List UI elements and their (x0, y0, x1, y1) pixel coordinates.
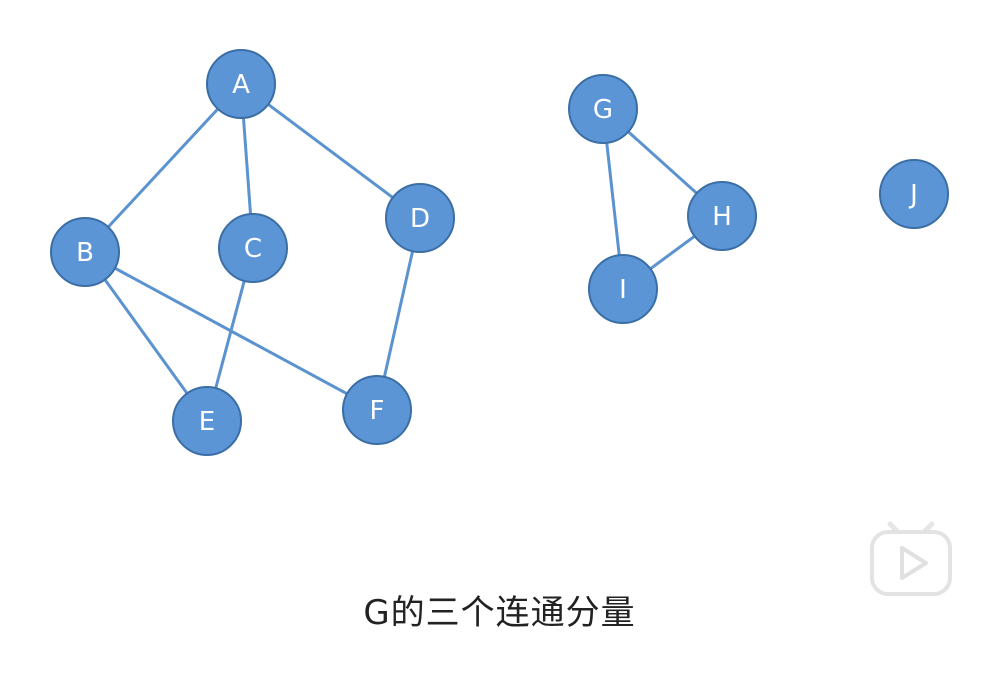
bilibili-play-icon[interactable] (868, 518, 954, 598)
node-label-A: A (232, 70, 250, 100)
node-I: I (588, 254, 658, 324)
node-H: H (687, 181, 757, 251)
node-circle-E (172, 386, 242, 456)
node-label-F: F (370, 396, 385, 426)
diagram-caption: G的三个连通分量 (363, 593, 636, 633)
node-circle-G (568, 74, 638, 144)
node-circle-J (879, 159, 949, 229)
node-B: B (50, 217, 120, 287)
node-label-J: J (908, 180, 918, 210)
node-label-B: B (76, 238, 94, 268)
node-D: D (385, 183, 455, 253)
node-label-I: I (619, 275, 627, 305)
node-G: G (568, 74, 638, 144)
graph-nodes: A B C D E F G H I J (50, 49, 949, 456)
node-label-H: H (712, 202, 732, 232)
node-J: J (879, 159, 949, 229)
node-circle-B (50, 217, 120, 287)
node-label-C: C (244, 234, 262, 264)
edge-A-D (240, 82, 421, 220)
node-A: A (206, 49, 276, 119)
node-circle-H (687, 181, 757, 251)
node-label-E: E (199, 407, 215, 437)
node-label-G: G (593, 95, 613, 125)
node-circle-A (206, 49, 276, 119)
node-F: F (342, 375, 412, 445)
edge-A-B (83, 82, 243, 254)
node-circle-I (588, 254, 658, 324)
node-C: C (218, 213, 288, 283)
node-circle-D (385, 183, 455, 253)
node-label-D: D (410, 204, 430, 234)
node-circle-C (218, 213, 288, 283)
node-E: E (172, 386, 242, 456)
node-circle-F (342, 375, 412, 445)
